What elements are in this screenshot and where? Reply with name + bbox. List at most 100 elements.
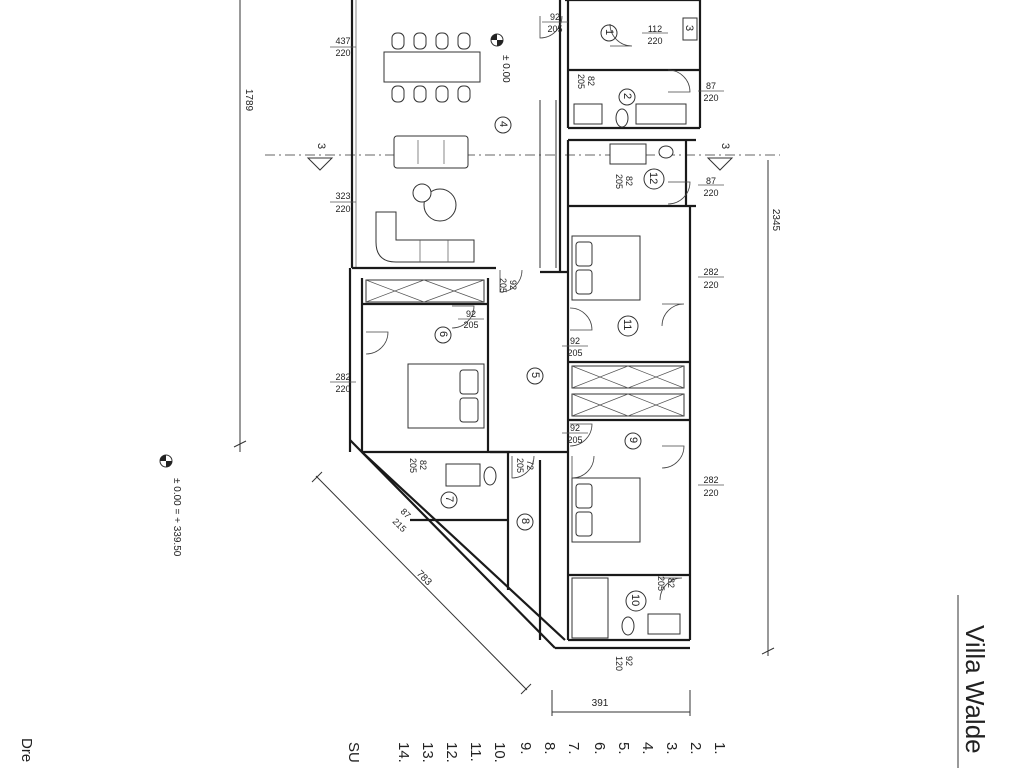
label-room2-window: 87 220 <box>698 81 724 103</box>
sofa-top <box>393 135 469 169</box>
svg-text:205: 205 <box>547 24 562 34</box>
svg-text:205: 205 <box>614 174 624 189</box>
room-9: 9 <box>627 437 639 443</box>
label-room1-window: 112 220 <box>642 24 668 46</box>
svg-text:205: 205 <box>567 348 582 358</box>
legend-2: 2. <box>687 742 704 755</box>
svg-text:82: 82 <box>624 176 634 186</box>
dim-diagonal: 783 <box>414 568 434 588</box>
legend-13: 13. <box>419 742 436 763</box>
level-marker-top: ± 0.00 <box>490 33 511 83</box>
room-12: 12 <box>647 172 659 184</box>
svg-text:120: 120 <box>614 656 624 671</box>
doors <box>365 15 691 601</box>
svg-text:220: 220 <box>335 48 350 58</box>
legend-14: 14. <box>395 742 412 763</box>
legend-6: 6. <box>591 742 608 755</box>
label-room8-door: 72 205 <box>515 458 535 473</box>
title-block: Villa Walde <box>957 595 990 768</box>
label-room6: 282 220 <box>330 372 356 394</box>
label-room7-door: 82 205 <box>408 458 428 473</box>
label-living-top: 437 220 <box>330 36 356 58</box>
svg-text:220: 220 <box>647 36 662 46</box>
svg-text:87: 87 <box>706 81 716 91</box>
room-8: 8 <box>519 518 531 524</box>
svg-text:82: 82 <box>586 76 596 86</box>
label-room9-window: 282 220 <box>698 475 724 498</box>
svg-text:112: 112 <box>648 24 662 34</box>
label-room11-door: 92 205 <box>562 336 588 358</box>
label-living-mid: 323 220 <box>330 191 356 214</box>
section-line: 3 3 <box>265 143 780 171</box>
room9-furniture <box>571 477 641 543</box>
dim-bottom: 391 <box>592 698 609 709</box>
level-marker-note: ± 0.00 = + 339.50 <box>159 454 182 557</box>
legend-9: 9. <box>517 742 534 755</box>
room11-furniture <box>571 235 641 301</box>
coffee-table-small <box>412 183 432 203</box>
section-mark-right: 3 <box>719 143 731 149</box>
svg-text:205: 205 <box>498 278 508 293</box>
legend-4: 4. <box>639 742 656 755</box>
label-room12-window: 87 220 <box>698 176 724 198</box>
dim-overall-right: 2345 <box>770 209 781 232</box>
room6-furniture <box>365 279 485 429</box>
living-dining-furniture <box>375 32 481 263</box>
room-10: 10 <box>629 594 641 606</box>
svg-text:205: 205 <box>515 458 525 473</box>
svg-text:282: 282 <box>335 372 350 382</box>
room-11: 11 <box>621 319 633 330</box>
room-2: 2 <box>621 93 633 99</box>
dimension-lines: 1789 2345 783 391 <box>233 0 781 716</box>
opening-labels: 437 220 323 220 282 220 92 205 112 220 8… <box>330 12 724 671</box>
svg-text:282: 282 <box>703 267 718 277</box>
room-5: 5 <box>529 372 541 378</box>
svg-text:220: 220 <box>703 280 718 290</box>
label-hall-door: 92 205 <box>498 278 518 293</box>
label-room2-door: 82 205 <box>576 74 596 89</box>
dim-overall-main: 1789 <box>243 89 254 112</box>
svg-text:220: 220 <box>703 188 718 198</box>
room-1: 1 <box>603 29 615 35</box>
svg-text:72: 72 <box>525 460 535 470</box>
level-note-text: ± 0.00 = + 339.50 <box>171 478 182 557</box>
svg-text:87: 87 <box>706 176 716 186</box>
label-room12-door: 82 205 <box>614 174 634 189</box>
svg-text:437: 437 <box>335 36 350 46</box>
legend-11: 11. <box>467 742 484 762</box>
svg-text:205: 205 <box>567 435 582 445</box>
legend-sum: SU <box>345 742 362 763</box>
room-4: 4 <box>497 121 509 127</box>
title-text: Villa Walde <box>960 625 990 754</box>
legend-heading: Dre <box>18 738 35 762</box>
dining-chairs-bottom <box>391 85 471 103</box>
svg-text:282: 282 <box>703 475 718 485</box>
room-6: 6 <box>437 331 449 337</box>
legend-10: 10. <box>491 742 508 763</box>
legend-5: 5. <box>615 742 632 755</box>
svg-text:205: 205 <box>408 458 418 473</box>
legend-12: 12. <box>443 742 460 763</box>
label-room10-window: 92 120 <box>614 656 634 671</box>
bathroom-fixtures <box>445 103 687 639</box>
room-labels: 1 2 3 4 5 6 7 8 9 10 11 12 <box>434 17 698 612</box>
legend-1: 1. <box>711 742 728 755</box>
level-marker-text: ± 0.00 <box>500 55 511 83</box>
label-room6-door: 92 205 <box>458 309 484 330</box>
svg-text:205: 205 <box>463 320 478 330</box>
svg-text:220: 220 <box>335 204 350 214</box>
svg-text:92: 92 <box>624 656 634 666</box>
svg-text:220: 220 <box>703 93 718 103</box>
svg-text:92: 92 <box>570 336 580 346</box>
legend: Dre SU 14. 13. 12. 11. 10. 9. 8. 7. 6. 5… <box>18 738 728 763</box>
label-room11-window: 282 220 <box>698 267 724 290</box>
wardrobes-center <box>571 365 685 417</box>
coffee-table-large <box>423 188 457 222</box>
svg-text:220: 220 <box>703 488 718 498</box>
legend-8: 8. <box>541 742 558 755</box>
label-room9-door: 92 205 <box>562 423 588 445</box>
svg-text:205: 205 <box>576 74 586 89</box>
room-3: 3 <box>683 25 695 31</box>
svg-text:220: 220 <box>335 384 350 394</box>
